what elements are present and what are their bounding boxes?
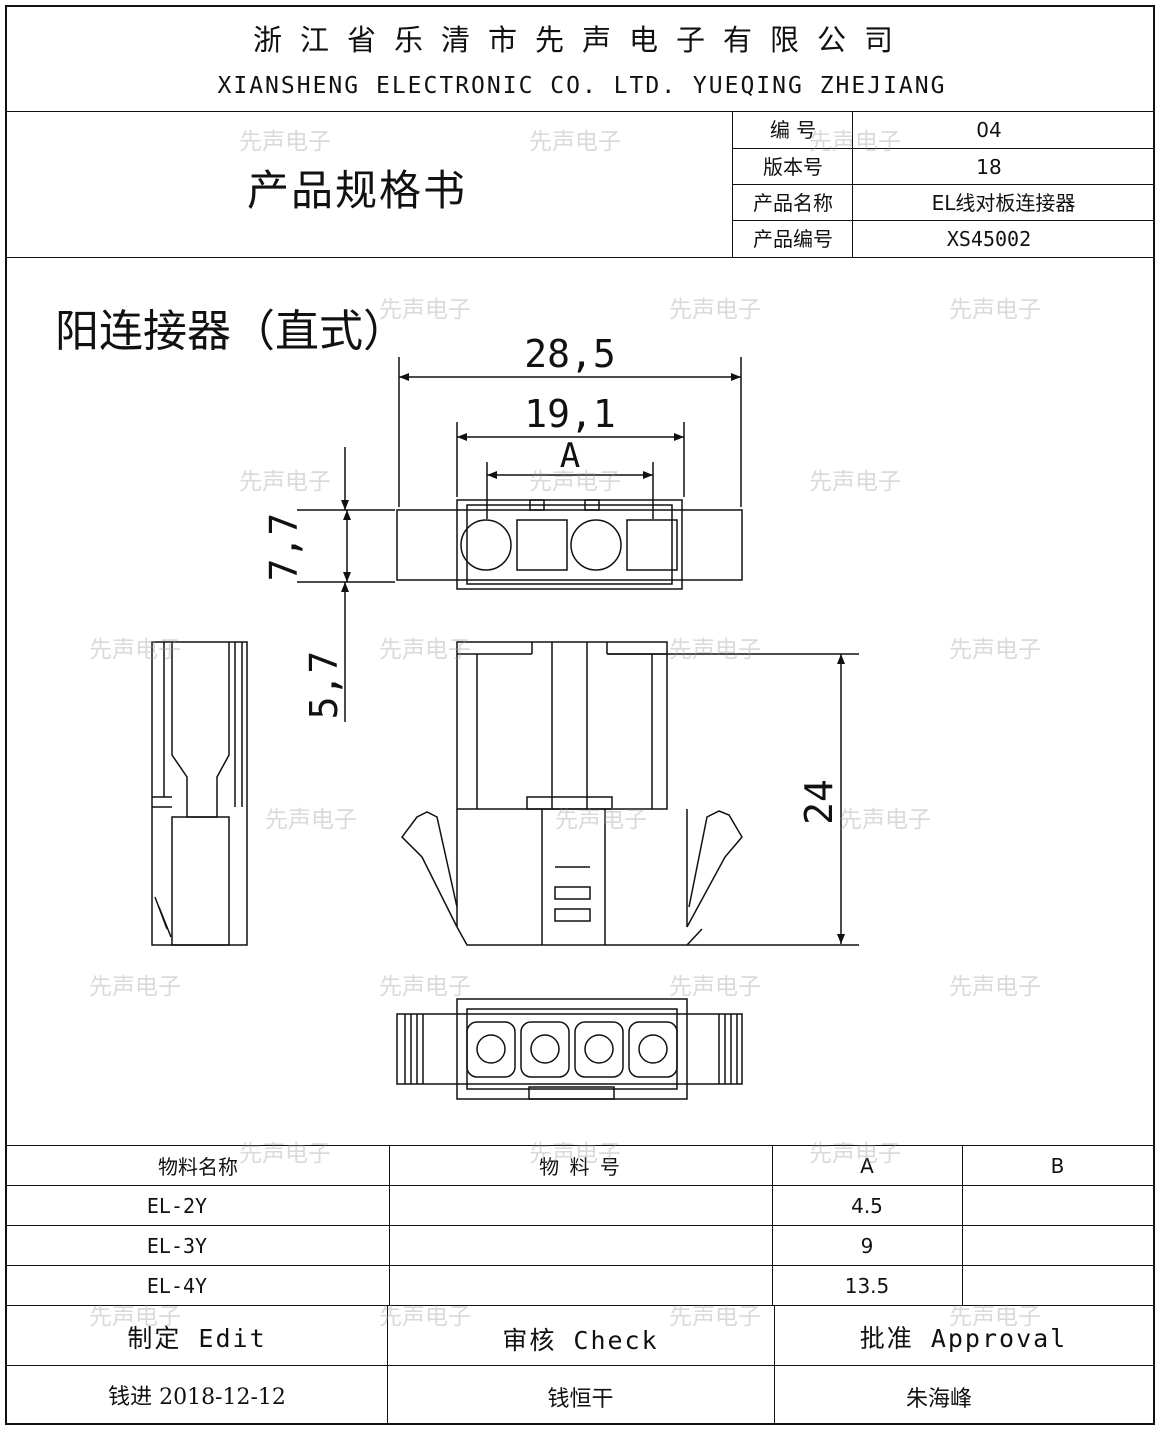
signature-row-line [7, 1365, 1153, 1366]
watermark: 先声电子 [529, 469, 621, 495]
company-name-cn: 浙江省乐清市先声电子有限公司 [252, 23, 911, 57]
table-row-a: 4.5 [851, 1194, 883, 1218]
watermark: 先声电子 [839, 807, 931, 833]
spec-sheet: 浙江省乐清市先声电子有限公司 XIANSHENG ELECTRONIC CO. … [5, 5, 1155, 1425]
check-label: 审核 Check [502, 1326, 659, 1355]
table-row-line [7, 1225, 1153, 1226]
watermark: 先声电子 [89, 1304, 181, 1330]
side-view [151, 641, 248, 946]
approval-signature: 朱海峰 [905, 1387, 972, 1412]
info-label-product-code: 产品编号 [753, 227, 833, 251]
signature-col-line [774, 1305, 775, 1423]
table-col-line [389, 1145, 390, 1305]
table-header-a: A [860, 1154, 874, 1178]
document-title: 产品规格书 [247, 166, 468, 215]
table-row-line [7, 1185, 1153, 1186]
watermark: 先声电子 [379, 1304, 471, 1330]
info-label-product-name: 产品名称 [753, 191, 833, 215]
table-row-a: 9 [860, 1234, 874, 1258]
table-row-a: 13.5 [844, 1274, 890, 1298]
table-top-border [7, 1145, 1153, 1146]
check-signature: 钱恒干 [547, 1387, 614, 1412]
watermark: 先声电子 [529, 129, 621, 155]
dim-pitch-label: A [560, 436, 580, 476]
watermark: 先声电子 [809, 1141, 901, 1167]
info-row-line [732, 148, 1153, 149]
front-view [396, 499, 743, 590]
watermark: 先声电子 [379, 974, 471, 1000]
dim-offset: 5,7 [302, 651, 346, 720]
watermark: 先声电子 [949, 974, 1041, 1000]
info-row-line [732, 220, 1153, 221]
watermark: 先声电子 [89, 974, 181, 1000]
dim-height: 7,7 [262, 513, 306, 582]
info-value-product-name: EL线对板连接器 [931, 191, 1076, 215]
table-bottom-border [7, 1305, 1153, 1306]
watermark: 先声电子 [239, 1141, 331, 1167]
dim-length: 24 [797, 779, 841, 825]
watermark: 先声电子 [239, 129, 331, 155]
info-value-number: 04 [976, 118, 1002, 142]
approval-label: 批准 Approval [859, 1324, 1068, 1353]
watermark: 先声电子 [669, 974, 761, 1000]
watermark: 先声电子 [529, 1141, 621, 1167]
watermark: 先声电子 [239, 469, 331, 495]
watermark: 先声电子 [809, 469, 901, 495]
table-col-line [772, 1145, 773, 1305]
table-col-line [962, 1145, 963, 1305]
table-row-name: EL-3Y [146, 1234, 208, 1258]
table-row-line [7, 1265, 1153, 1266]
table-header-name: 物料名称 [158, 1155, 238, 1179]
watermark: 先声电子 [809, 129, 901, 155]
connector-drawing: 28,5 19,1 A 7,7 5,7 24 [151, 332, 859, 1100]
table-header-number: 物 料 号 [539, 1155, 622, 1179]
header-divider [7, 111, 1153, 112]
watermark: 先声电子 [89, 637, 181, 663]
info-value-version: 18 [976, 155, 1002, 179]
table-row-name: EL-2Y [146, 1194, 208, 1218]
watermark: 先声电子 [379, 297, 471, 323]
info-row-line [732, 184, 1153, 185]
part-title: 阳连接器（直式） [55, 306, 407, 357]
watermark: 先声电子 [949, 1304, 1041, 1330]
main-view [401, 641, 743, 946]
table-header-b: B [1050, 1154, 1065, 1178]
dim-inner-width: 19,1 [524, 392, 616, 436]
signature-col-line [387, 1305, 388, 1423]
watermark: 先声电子 [265, 807, 357, 833]
edit-label: 制定 Edit [127, 1324, 267, 1353]
info-bottom-divider [7, 257, 1153, 258]
watermark: 先声电子 [555, 807, 647, 833]
watermark: 先声电子 [669, 637, 761, 663]
info-label-number: 编 号 [769, 118, 817, 142]
info-value-product-code: XS45002 [946, 227, 1032, 251]
table-row-name: EL-4Y [146, 1274, 208, 1298]
bottom-view [396, 998, 743, 1100]
dim-overall-width: 28,5 [524, 332, 616, 376]
company-name-en: XIANSHENG ELECTRONIC CO. LTD. YUEQING ZH… [217, 73, 947, 99]
watermark: 先声电子 [669, 1304, 761, 1330]
edit-signature: 钱进 2018-12-12 [108, 1385, 286, 1410]
watermark: 先声电子 [669, 297, 761, 323]
info-label-version: 版本号 [763, 155, 823, 179]
watermark: 先声电子 [379, 637, 471, 663]
watermark: 先声电子 [949, 297, 1041, 323]
watermark: 先声电子 [949, 637, 1041, 663]
